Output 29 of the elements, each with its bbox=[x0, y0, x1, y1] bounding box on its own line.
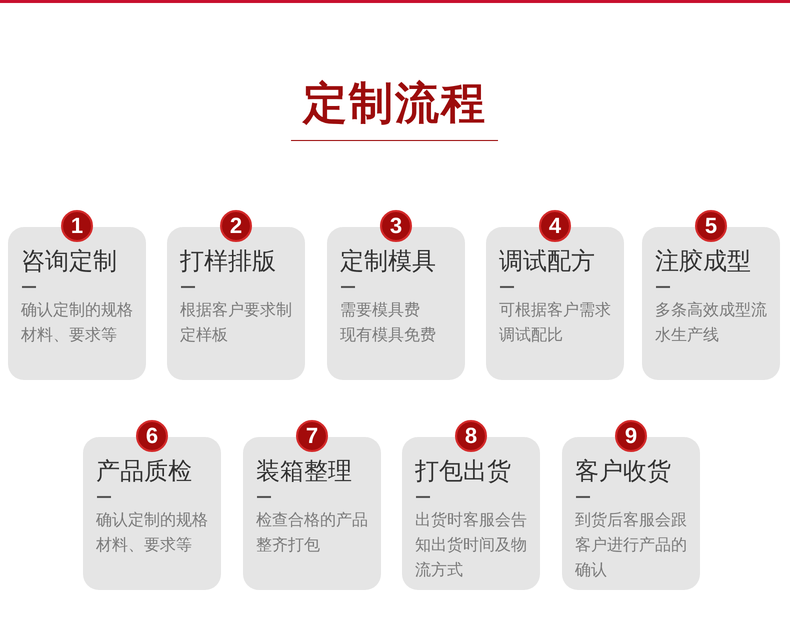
step-title: 咨询定制 bbox=[21, 246, 117, 277]
step-description: 到货后客服会跟客户进行产品的确认 bbox=[575, 509, 688, 581]
step-description: 出货时客服会告知出货时间及物流方式 bbox=[415, 509, 528, 581]
step-number: 3 bbox=[380, 210, 412, 242]
step-number: 5 bbox=[695, 210, 727, 242]
step-title: 定制模具 bbox=[340, 246, 436, 277]
step-description: 需要模具费 bbox=[340, 299, 421, 321]
step-title: 注胶成型 bbox=[655, 246, 751, 277]
step-description: 现有模具免费 bbox=[340, 324, 437, 346]
step-number: 4 bbox=[539, 210, 571, 242]
step-number: 6 bbox=[136, 420, 168, 452]
step-title: 打样排版 bbox=[180, 246, 276, 277]
step-title: 调试配方 bbox=[499, 246, 595, 277]
step-number: 1 bbox=[61, 210, 93, 242]
step-description: 检查合格的产品整齐打包 bbox=[256, 509, 369, 556]
step-description: 根据客户要求制定样板 bbox=[180, 299, 293, 346]
step-description: 确认定制的规格材料、要求等 bbox=[21, 299, 134, 346]
step-description: 可根据客户需求调试配比 bbox=[499, 299, 612, 346]
page-title: 定制流程 bbox=[303, 77, 487, 131]
step-title: 客户收货 bbox=[575, 456, 671, 487]
step-number: 9 bbox=[615, 420, 647, 452]
step-number: 8 bbox=[455, 420, 487, 452]
step-number: 2 bbox=[220, 210, 252, 242]
step-description: 多条高效成型流水生产线 bbox=[655, 299, 768, 346]
step-description: 确认定制的规格材料、要求等 bbox=[96, 509, 209, 556]
step-title: 装箱整理 bbox=[256, 456, 352, 487]
step-title: 产品质检 bbox=[96, 456, 192, 487]
step-number: 7 bbox=[296, 420, 328, 452]
step-title: 打包出货 bbox=[415, 456, 511, 487]
